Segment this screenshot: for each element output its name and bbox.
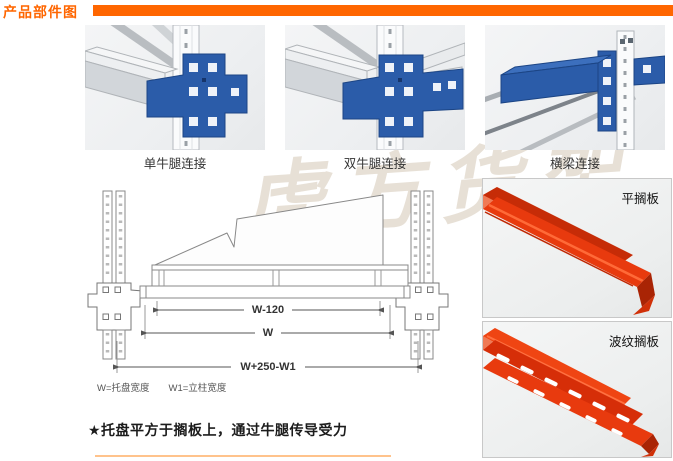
dim-label-w: W: [263, 327, 274, 339]
caption-double-bracket: 双牛腿连接: [343, 157, 407, 171]
dim-label-w-plus-250: W+250-W1: [240, 361, 295, 373]
label-corrugated-shelf: 波纹搁板: [608, 335, 659, 349]
beam-connection-illustration: [485, 30, 665, 150]
photo-single-bracket: [85, 25, 265, 150]
shelf-slots: [496, 353, 630, 436]
dimension-legend: W=托盘宽度 W1=立柱宽度: [97, 382, 227, 394]
dimension-diagram: W-120 W W+250-W1 W=托盘宽度 W1=立柱宽度: [85, 183, 465, 401]
photo-double-bracket: [285, 25, 465, 150]
corrugated-shelf-illustration: [483, 328, 659, 457]
footnote-text: ★托盘平方于搁板上，通过牛腿传导受力: [88, 422, 348, 438]
caption-single-bracket: 单牛腿连接: [143, 157, 207, 171]
single-bracket-illustration: [85, 25, 248, 150]
photo-beam-connection: [485, 25, 665, 150]
page-title: 产品部件图: [3, 4, 78, 20]
caption-beam-connection: 横梁连接: [549, 157, 600, 171]
double-bracket-illustration: [285, 25, 465, 150]
section-divider: [95, 455, 391, 457]
photo-corrugated-shelf: 波纹搁板: [482, 321, 672, 458]
dim-label-w-minus-120: W-120: [252, 304, 284, 316]
label-flat-shelf: 平搁板: [621, 192, 659, 206]
flat-shelf-illustration: [483, 187, 655, 315]
photo-flat-shelf: 平搁板: [482, 178, 672, 318]
header-accent-bar: [93, 5, 673, 16]
